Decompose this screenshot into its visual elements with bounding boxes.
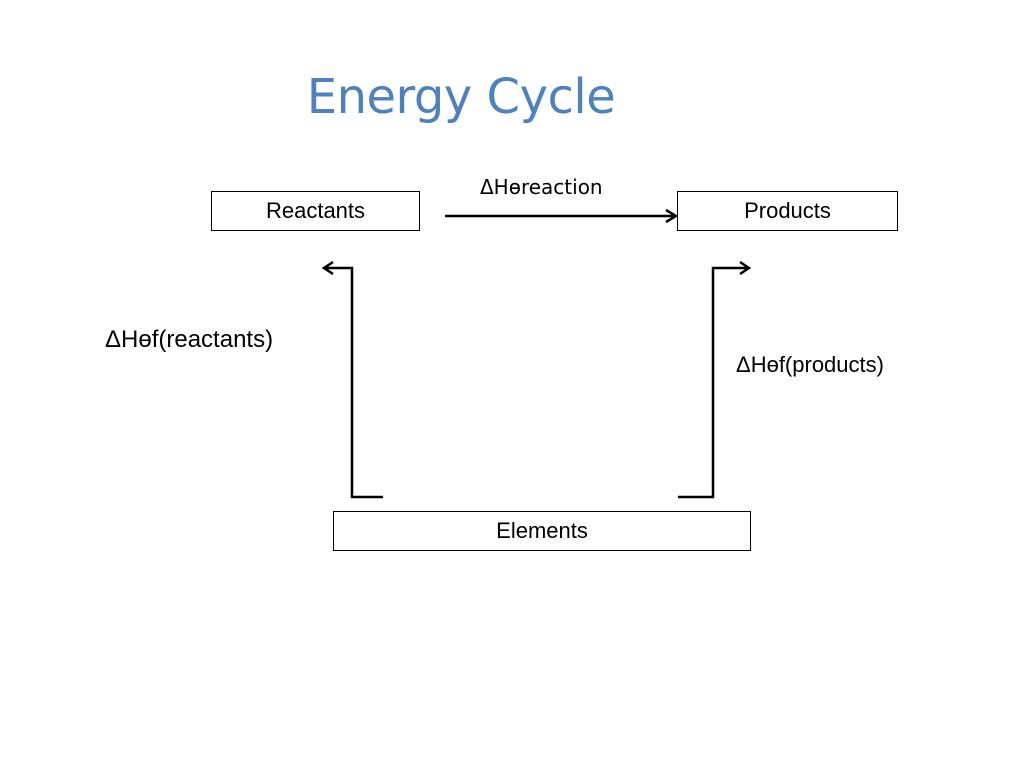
enthalpy-reaction-label: ΔHөreaction (480, 175, 603, 199)
enthalpy-formation-reactants-label: ΔHөf(reactants) (105, 326, 274, 353)
elements-box: Elements (333, 511, 751, 551)
formation-reactants-arrow (321, 260, 383, 499)
reaction-arrow (445, 208, 679, 224)
slide-title: Energy Cycle (306, 69, 616, 125)
products-label: Products (744, 198, 831, 223)
reactants-box: Reactants (211, 191, 420, 231)
reactants-label: Reactants (265, 198, 366, 223)
formation-products-arrow (678, 260, 752, 499)
products-box: Products (677, 191, 898, 231)
elements-label: Elements (496, 518, 588, 543)
enthalpy-formation-products-label: ΔHөf(products) (736, 352, 884, 377)
